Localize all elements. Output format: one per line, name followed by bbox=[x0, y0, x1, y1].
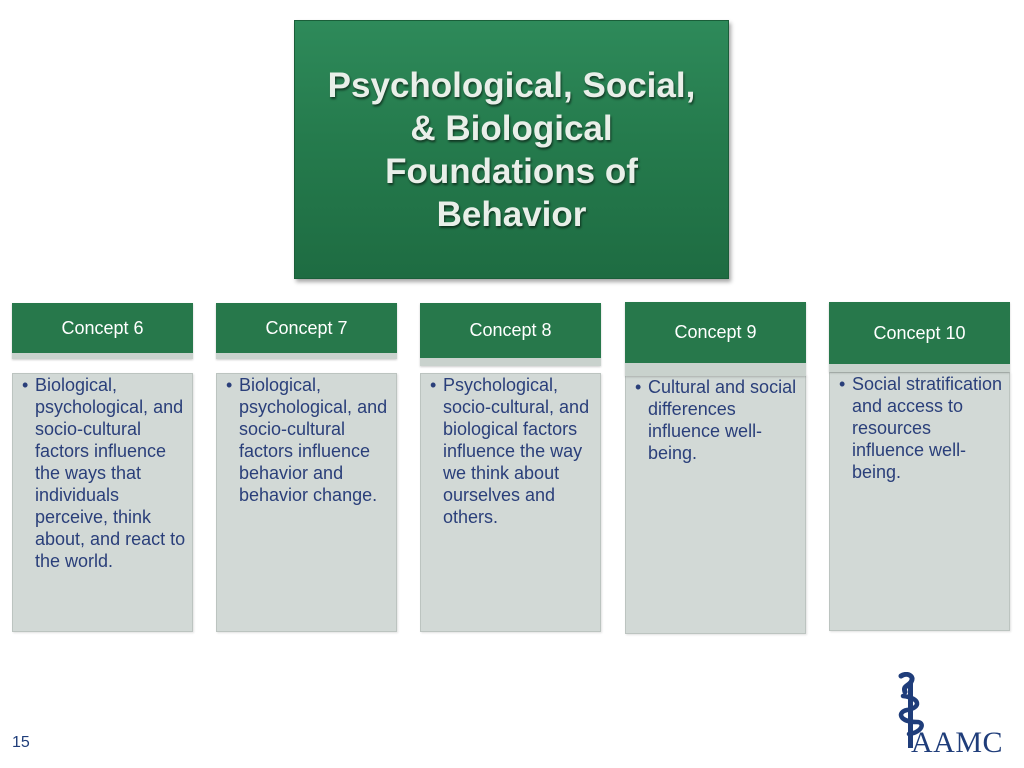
concept-bullet-text: Social stratification and access to reso… bbox=[852, 374, 1003, 482]
concept-bullet-text: Biological, psychological, and socio-cul… bbox=[239, 375, 388, 505]
aamc-logo: AAMC bbox=[893, 672, 1017, 762]
concept-header: Concept 7 bbox=[216, 303, 397, 359]
concept-bullet-text: Cultural and social differences influenc… bbox=[648, 377, 797, 463]
concept-header: Concept 9 bbox=[625, 302, 806, 376]
concept-bullet: •Social stratification and access to res… bbox=[839, 374, 1003, 482]
concept-body: •Cultural and social differences influen… bbox=[625, 375, 806, 634]
concept-bullet: •Psychological, socio-cultural, and biol… bbox=[430, 375, 590, 527]
concept-body: •Social stratification and access to res… bbox=[829, 372, 1010, 631]
concept-bullet-list: •Biological, psychological, and socio-cu… bbox=[225, 374, 390, 506]
logo-text: AAMC bbox=[911, 726, 1004, 759]
concept-bullet-text: Psychological, socio-cultural, and biolo… bbox=[443, 375, 590, 527]
concept-bullet-list: •Biological, psychological, and socio-cu… bbox=[21, 374, 186, 572]
concept-bullet: •Biological, psychological, and socio-cu… bbox=[22, 375, 186, 571]
concept-bullet: •Cultural and social differences influen… bbox=[635, 377, 797, 463]
concept-body: •Psychological, socio-cultural, and biol… bbox=[420, 373, 601, 632]
concept-bullet-list: •Cultural and social differences influen… bbox=[634, 376, 799, 464]
concept-header: Concept 10 bbox=[829, 302, 1010, 372]
rod-of-asclepius-icon bbox=[898, 672, 924, 748]
concept-header: Concept 8 bbox=[420, 303, 601, 366]
concept-bullet-list: •Social stratification and access to res… bbox=[838, 373, 1003, 483]
concept-header: Concept 6 bbox=[12, 303, 193, 359]
concept-body: •Biological, psychological, and socio-cu… bbox=[12, 373, 193, 632]
concept-bullet-text: Biological, psychological, and socio-cul… bbox=[35, 375, 186, 571]
page-number: 15 bbox=[12, 734, 30, 751]
central-topic-title: Psychological, Social, & Biological Foun… bbox=[327, 65, 696, 234]
concept-body: •Biological, psychological, and socio-cu… bbox=[216, 373, 397, 632]
concept-bullet-list: •Psychological, socio-cultural, and biol… bbox=[429, 374, 594, 528]
concept-bullet: •Biological, psychological, and socio-cu… bbox=[226, 375, 388, 505]
central-topic-box: Psychological, Social, & Biological Foun… bbox=[294, 20, 729, 279]
